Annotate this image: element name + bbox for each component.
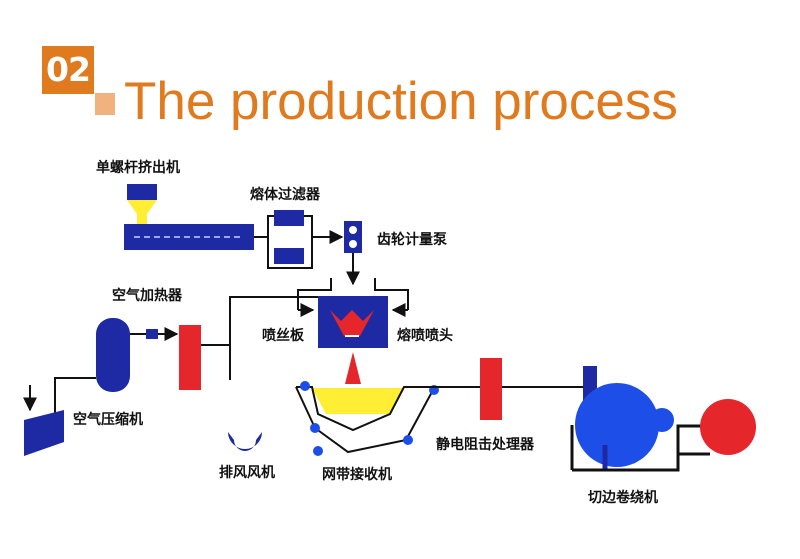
- melt-filter-cartridge-top: [274, 210, 304, 226]
- label-mesh-belt-receiver: 网带接收机: [322, 466, 392, 483]
- melt-blow-die: [297, 278, 409, 348]
- melt-filter-cartridge-bottom: [274, 248, 304, 264]
- exhaust-fan: [228, 432, 262, 451]
- mesh-belt-loop: [295, 386, 434, 454]
- air-heater: [179, 296, 318, 390]
- extruder-hopper-neck: [137, 214, 147, 224]
- air-valve: [146, 329, 158, 339]
- compressor-tank: [54, 318, 179, 420]
- gear-pump: [344, 221, 362, 253]
- melt-filter: [267, 210, 313, 269]
- air-tank: [96, 318, 130, 392]
- edge-cut-winder: [570, 366, 756, 472]
- extruder: [124, 184, 254, 250]
- finished-roll: [700, 399, 756, 455]
- page-title: The production process: [124, 72, 678, 131]
- title-bullet: [95, 93, 115, 115]
- label-melt-filter: 熔体过滤器: [250, 186, 321, 203]
- label-exhaust-fan: 排风风机: [219, 464, 275, 481]
- compressor-body: [24, 410, 64, 456]
- label-spinneret: 喷丝板: [262, 327, 305, 344]
- label-edge-cut-winder: 切边卷绕机: [588, 489, 658, 506]
- air-heater-body: [179, 325, 201, 390]
- extruder-hopper-cone: [127, 200, 157, 214]
- label-melt-blow-head: 熔喷喷头: [397, 327, 453, 344]
- gear-pump-body: [344, 221, 362, 253]
- gear-pump-gear-top: [349, 226, 357, 234]
- label-electrostatic-treater: 静电阻击处理器: [436, 436, 535, 453]
- winding-roll: [575, 383, 659, 467]
- mesh-belt-receiver: [295, 381, 439, 456]
- label-gear-pump: 齿轮计量泵: [377, 231, 447, 248]
- exhaust-fan-body: [228, 432, 262, 451]
- air-compressor: [23, 385, 64, 456]
- melt-blown-jet: [345, 352, 361, 384]
- collector-hopper: [312, 388, 404, 414]
- extruder-hopper-top: [127, 184, 157, 200]
- guide-roll: [650, 408, 674, 432]
- label-air-compressor: 空气压缩机: [73, 411, 143, 428]
- gear-pump-gear-bottom: [349, 240, 357, 248]
- electrostatic-treater: [480, 358, 502, 420]
- spinneret-nozzle: [330, 310, 374, 336]
- label-air-heater: 空气加热器: [112, 287, 183, 304]
- section-number-badge: 02: [42, 46, 94, 94]
- label-extruder: 单螺杆挤出机: [96, 159, 180, 176]
- heater-to-die-line: [201, 296, 318, 346]
